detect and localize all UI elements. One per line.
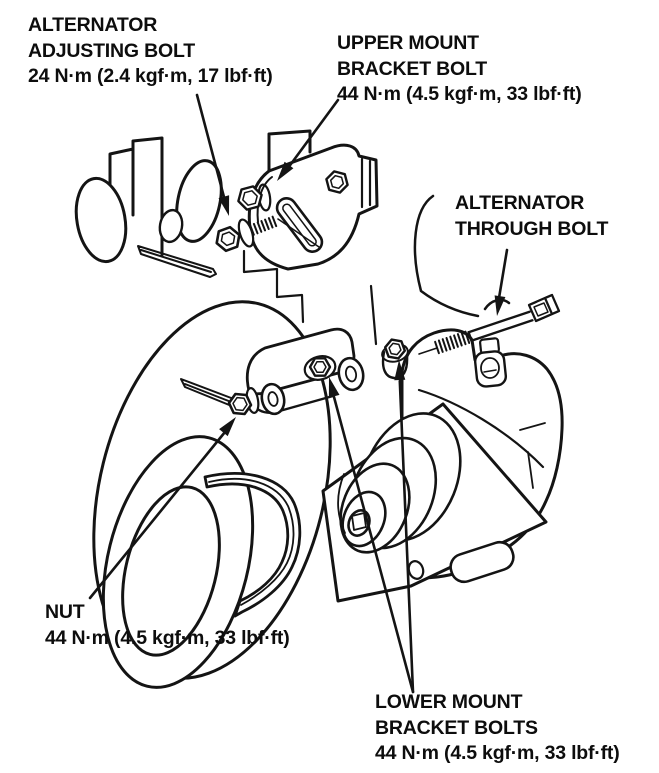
arrowhead-nut [219,417,236,437]
engine-pulley-small-left [74,176,128,264]
alternator-terminal [473,337,508,388]
label-lower-mount-bracket-bolts: LOWER MOUNT BRACKET BOLTS 44 N·m (4.5 kg… [375,690,620,767]
label-line: BRACKET BOLT [337,57,487,80]
plate-ear-hole [407,560,425,580]
through-bolt-head [527,293,561,323]
engine-boss-small [158,208,184,244]
arrowhead-lower-mount-left [328,377,340,398]
torque-value: 44 N·m (4.5 kgf·m, 33 lbf·ft) [375,742,620,764]
label-alternator-through-bolt: ALTERNATOR THROUGH BOLT [455,191,608,242]
label-line: BRACKET BOLTS [375,716,538,739]
arrowhead-lower-mount-right [394,360,406,381]
label-line: ADJUSTING BOLT [28,39,195,62]
arrowhead-upper-mount [277,161,294,181]
leader-lines [88,93,509,694]
torque-value: 44 N·m (4.5 kgf·m, 33 lbf·ft) [337,83,582,105]
upper-mount-bracket [237,143,379,271]
label-alternator-adjusting-bolt: ALTERNATOR ADJUSTING BOLT 24 N·m (2.4 kg… [28,13,273,90]
adjustment-slot [275,197,324,253]
through-bolt-threads [434,330,471,355]
label-line: UPPER MOUNT [337,32,479,54]
arrowhead-through-bolt [494,295,506,316]
alternator-through-bolt [418,293,561,355]
label-line: THROUGH BOLT [455,217,609,240]
adjusting-bolt-threads [249,215,278,236]
lower-mount-bracket-bolt-center [303,355,337,381]
label-line: ALTERNATOR [455,192,585,214]
label-nut: NUT 44 N·m (4.5 kgf·m, 33 lbf·ft) [45,600,290,651]
leader-lower-mount-right [398,379,415,694]
label-upper-mount-bracket-bolt: UPPER MOUNT BRACKET BOLT 44 N·m (4.5 kgf… [337,31,582,108]
leader-upper-mount [286,98,340,170]
engine-rib-upper [137,245,217,278]
leader-lower-mount-left [332,395,415,694]
alternator-adjusting-bolt [215,215,320,253]
label-line: NUT [45,601,85,623]
leader-through-bolt [497,248,509,300]
engine-pulley-small-right [175,159,223,243]
leader-adjusting-bolt [195,93,226,201]
alternator-upper-ear [381,338,409,380]
torque-value: 24 N·m (2.4 kgf·m, 17 lbf·ft) [28,65,273,87]
leader-nut [88,430,227,600]
arrowhead-adjusting-bolt [218,195,230,216]
label-line: LOWER MOUNT [375,691,523,713]
lower-mount-bracket [227,327,365,416]
upper-mount-bracket-bolt [237,183,272,212]
label-line: ALTERNATOR [28,14,158,36]
alternator-foot [407,540,515,584]
lower-mount-bracket-bolt-right [384,338,406,360]
torque-value: 44 N·m (4.5 kgf·m, 33 lbf·ft) [45,626,290,649]
upper-bracket-top-bolt [325,170,349,194]
belt-guard-bracket [203,472,302,618]
adjusting-lock-nut [227,387,260,416]
